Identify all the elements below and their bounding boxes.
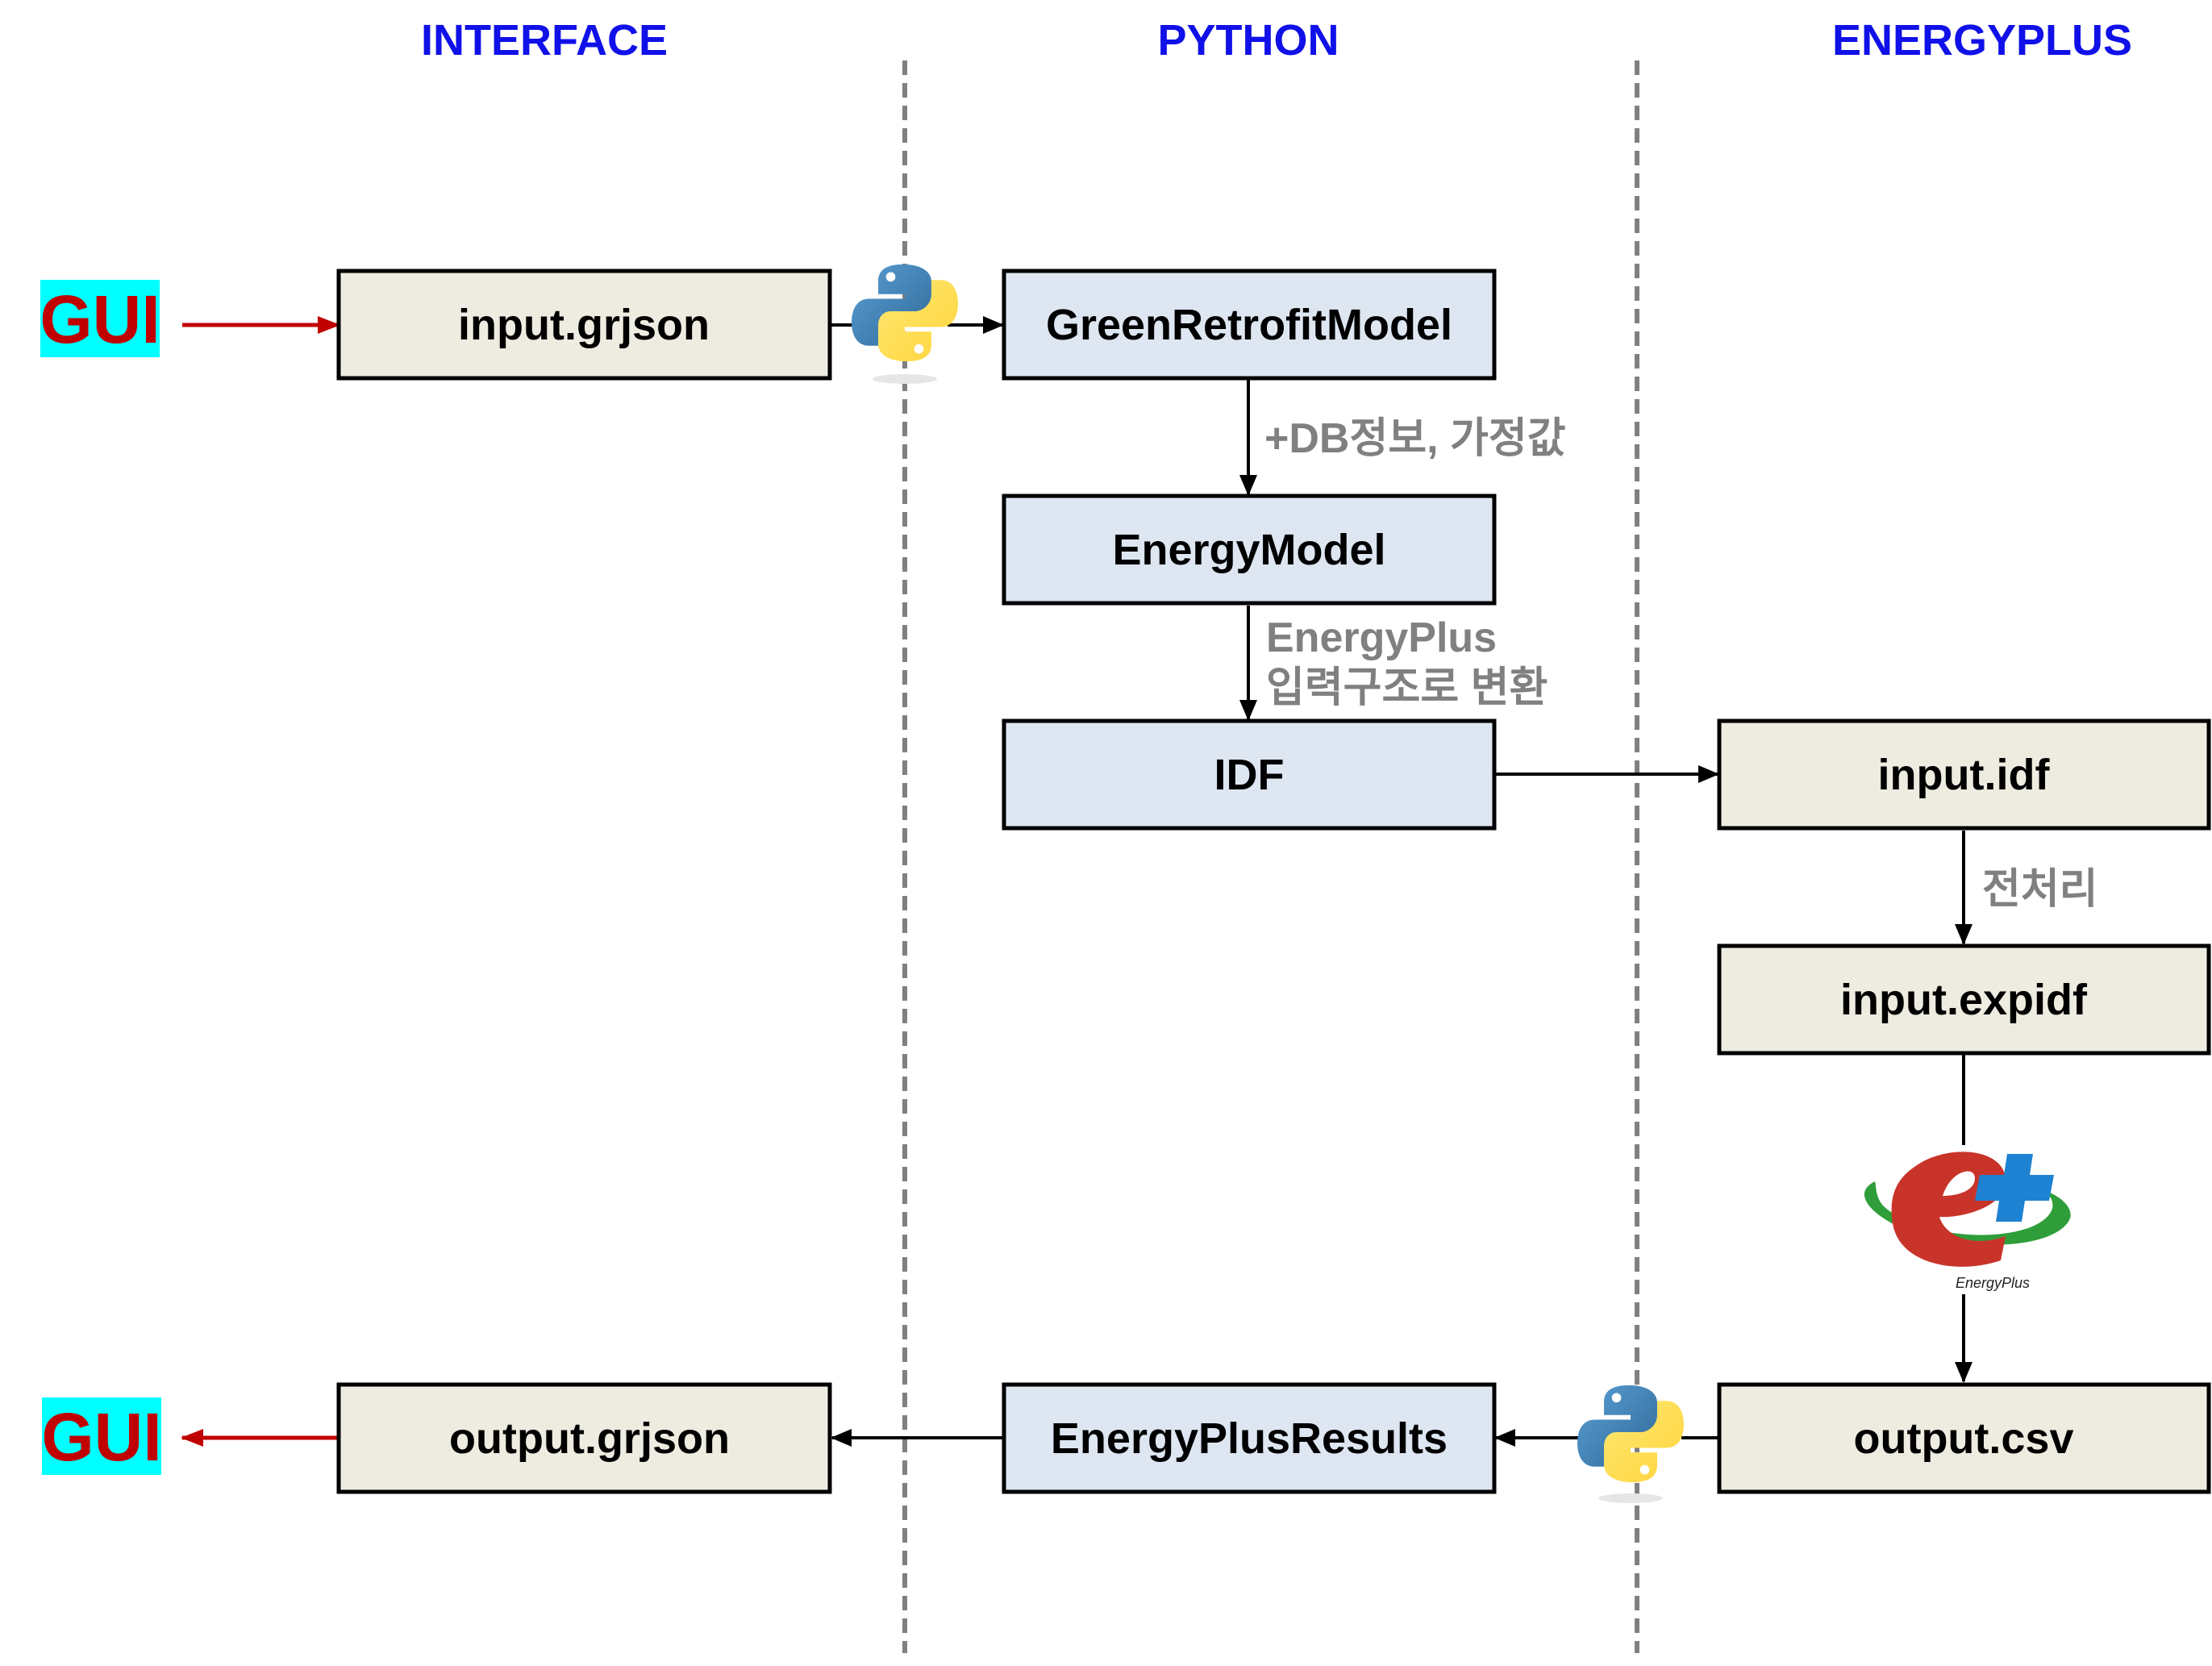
annotation-db-info: +DB정보, 가정값: [1264, 415, 1566, 462]
energyplus-logo-icon: EnergyPlus: [1864, 1152, 2071, 1291]
box-output-csv: output.csv: [1717, 1382, 2211, 1494]
box-green-retrofit-model: GreenRetrofitModel: [1002, 269, 1497, 381]
box-input-grjson: input.grjson: [336, 269, 832, 381]
gui-input-highlight: [40, 280, 160, 357]
box-input-expidf-label: input.expidf: [1840, 976, 2088, 1024]
box-energyplus-results-label: EnergyPlusResults: [1051, 1414, 1448, 1463]
annotation-conversion-line1: EnergyPlus: [1266, 614, 1497, 661]
python-logo-icon: [1577, 1385, 1684, 1483]
box-energyplus-results: EnergyPlusResults: [1002, 1382, 1497, 1494]
gui-output-label: GUI: [41, 1399, 161, 1475]
box-input-expidf: input.expidf: [1717, 943, 2211, 1056]
box-green-retrofit-model-label: GreenRetrofitModel: [1046, 301, 1452, 349]
python-logo-icon: [852, 264, 958, 362]
python-logo-shadow: [873, 374, 937, 384]
box-idf: IDF: [1002, 718, 1497, 831]
annotation-preprocessing: 전처리: [1982, 866, 2098, 913]
column-title-interface: INTERFACE: [421, 16, 668, 65]
box-energy-model: EnergyModel: [1002, 494, 1497, 606]
energyplus-logo-caption: EnergyPlus: [1956, 1275, 2030, 1291]
gui-input-label: GUI: [40, 281, 160, 357]
box-output-csv-label: output.csv: [1853, 1414, 2073, 1463]
annotation-conversion-line2: 입력구조로 변환: [1266, 664, 1548, 711]
box-output-grjson: output.grjson: [336, 1382, 832, 1494]
box-input-idf-label: input.idf: [1878, 751, 2051, 799]
gui-output-highlight: [42, 1397, 161, 1475]
box-output-grjson-label: output.grjson: [449, 1414, 730, 1463]
column-title-energyplus: ENERGYPLUS: [1832, 16, 2132, 65]
box-input-grjson-label: input.grjson: [458, 301, 710, 349]
box-energy-model-label: EnergyModel: [1112, 526, 1385, 574]
box-input-idf: input.idf: [1717, 718, 2211, 831]
python-logo-shadow: [1598, 1493, 1663, 1503]
column-title-python: PYTHON: [1157, 16, 1339, 65]
box-idf-label: IDF: [1214, 751, 1285, 799]
